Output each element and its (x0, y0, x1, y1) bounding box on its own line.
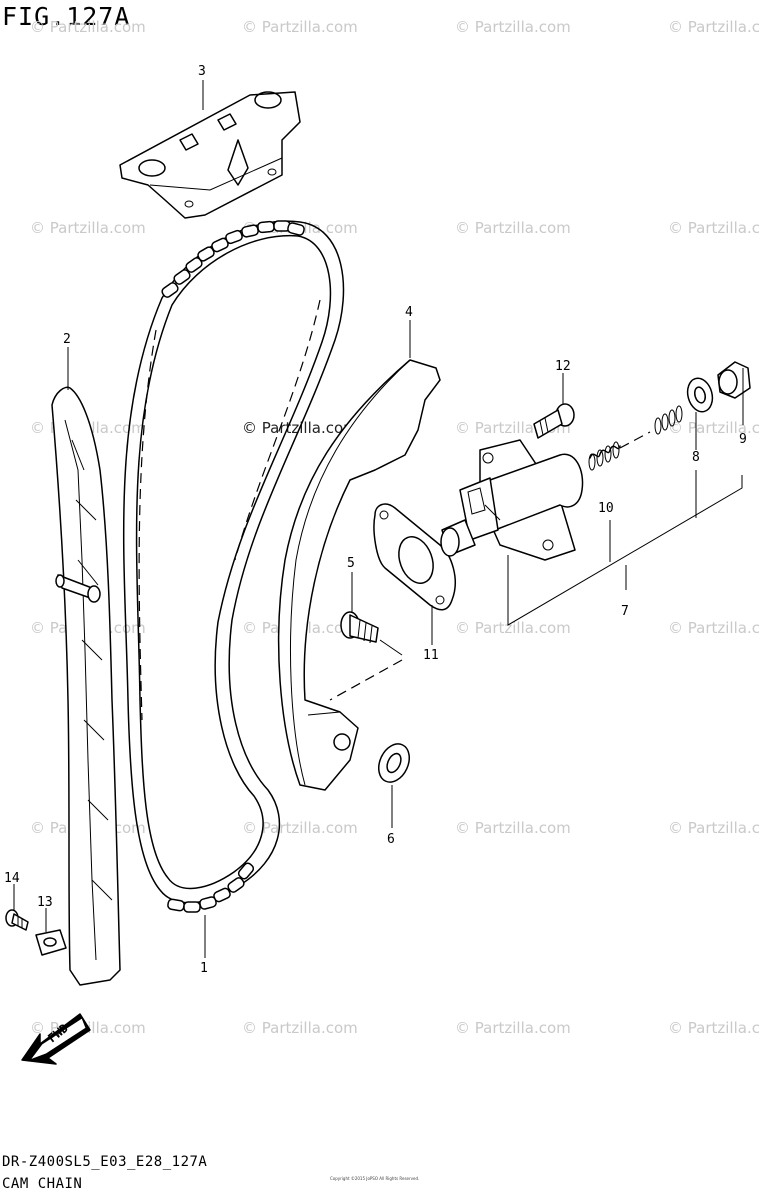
watermark: © Partzilla.com (455, 18, 571, 36)
part-guide-retainer[interactable] (35, 929, 67, 956)
callout-12: 12 (555, 359, 571, 374)
callout-11: 11 (423, 648, 439, 663)
callout-3: 3 (198, 64, 206, 79)
watermark: © Partzilla.com (30, 219, 146, 237)
group-name: CAM CHAIN (2, 1176, 83, 1192)
watermark: © Partzilla.com (668, 419, 759, 437)
watermark: © Partzilla.com (455, 219, 571, 237)
callout-5: 5 (347, 556, 355, 571)
callout-1: 1 (200, 961, 208, 976)
callout-2: 2 (63, 332, 71, 347)
callout-8: 8 (692, 450, 700, 465)
callout-7: 7 (621, 604, 629, 619)
watermark: © Partzilla.com (668, 819, 759, 837)
callout-4: 4 (405, 305, 413, 320)
part-gasket-washer[interactable] (684, 375, 716, 414)
part-washer[interactable] (373, 739, 415, 787)
part-chain-guide-front[interactable] (51, 386, 121, 986)
callout-13: 13 (37, 895, 53, 910)
callout-numbers: 3 2 4 12 9 8 10 5 7 11 6 1 14 13 (4, 64, 747, 976)
part-spring[interactable] (588, 405, 683, 471)
watermark: © Partzilla.com (242, 1019, 358, 1037)
part-cam-chain[interactable] (122, 220, 345, 913)
watermark-grid: © Partzilla.com © Partzilla.com © Partzi… (30, 18, 759, 1037)
callout-9: 9 (739, 432, 747, 447)
part-tensioner-pivot-bolt[interactable] (329, 611, 403, 701)
callout-14: 14 (4, 871, 20, 886)
part-tensioner-gasket[interactable] (373, 503, 456, 611)
watermark: © Partzilla.com (668, 219, 759, 237)
callout-10: 10 (598, 501, 614, 516)
copyright-note: Copyright ©2015 JoPSO All Rights Reserve… (330, 1176, 420, 1181)
leader-lines (13, 80, 744, 958)
watermark: © Partzilla.com (30, 18, 146, 36)
figure-title: FIG.127A (2, 2, 131, 31)
part-tensioner-assembly[interactable] (440, 439, 584, 561)
part-retainer-screw[interactable] (5, 909, 29, 931)
watermark: © Partzilla.com (668, 1019, 759, 1037)
watermark: © Partzilla.com (455, 619, 571, 637)
part-chain-tensioner-guide[interactable] (277, 359, 441, 791)
watermark: © Partzilla.com (455, 819, 571, 837)
watermark: © Partzilla.com (455, 1019, 571, 1037)
part-chain-guide-top[interactable] (119, 91, 301, 219)
chain-links-top (161, 220, 305, 298)
model-code: DR-Z400SL5_E03_E28_127A (2, 1154, 208, 1170)
part-tensioner-cap-bolt[interactable] (717, 361, 751, 399)
callout-6: 6 (387, 832, 395, 847)
watermark: © Partzilla.com (668, 619, 759, 637)
watermark: © Partzilla.com (242, 819, 358, 837)
chain-links-bottom (167, 862, 255, 913)
part-tensioner-bolt[interactable] (533, 403, 575, 439)
watermark: © Partzilla.com (242, 18, 358, 36)
watermark: © Partzilla.com (668, 18, 759, 36)
